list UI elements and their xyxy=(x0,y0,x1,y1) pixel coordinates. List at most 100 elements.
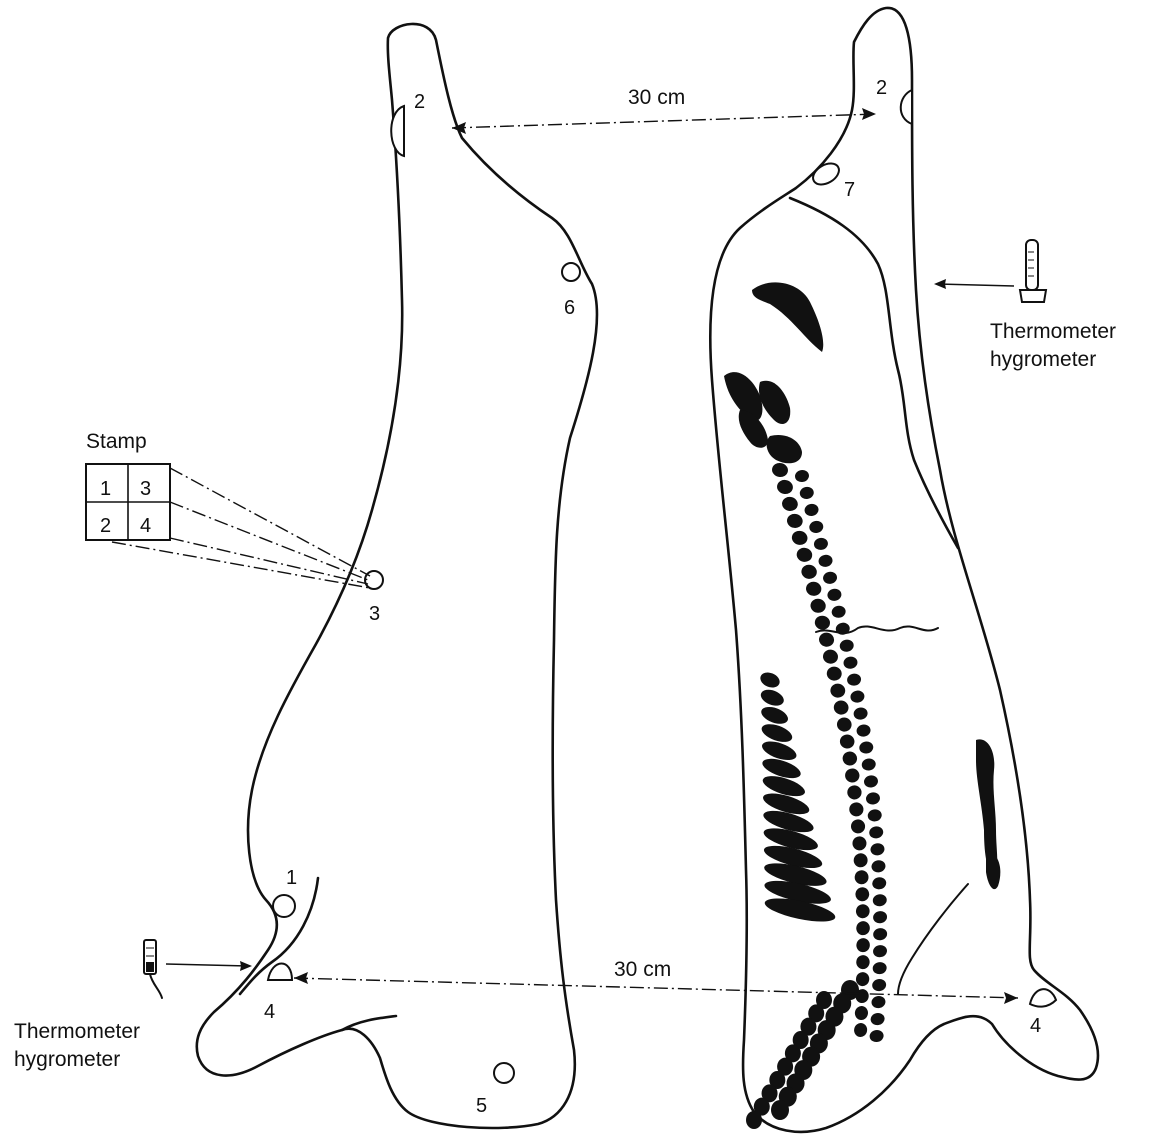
vertebra-segment xyxy=(851,835,867,851)
vertebra-segment xyxy=(850,689,866,703)
vertebra-segment xyxy=(855,937,871,953)
left-carcass xyxy=(197,24,597,1128)
vertebra-segment xyxy=(835,622,851,636)
vertebra-segment xyxy=(805,581,823,597)
vertebra-segment xyxy=(842,750,859,766)
site-3-marker xyxy=(365,571,383,589)
vertebra-segment xyxy=(871,978,887,992)
vertebra-segment xyxy=(822,571,838,585)
vertebra-segment xyxy=(826,665,843,681)
site-6-marker xyxy=(562,263,580,281)
vertebra-segment xyxy=(853,1022,868,1038)
stamp-cell-4: 4 xyxy=(140,515,151,537)
arrow-left-icon xyxy=(294,972,308,984)
stamp-cell-1: 1 xyxy=(100,478,111,500)
rib-slice xyxy=(759,687,787,709)
flank-cut-line xyxy=(816,626,938,633)
vertebra-segment xyxy=(872,961,888,975)
vertebra-segment xyxy=(822,648,839,664)
vertebra-segment xyxy=(872,910,888,924)
vertebra-segment xyxy=(813,537,829,551)
vertebra-segment xyxy=(870,842,886,856)
vertebra-segment xyxy=(836,716,853,732)
vertebra-segment xyxy=(867,808,883,822)
muscle-boundary xyxy=(790,198,958,548)
vertebra-segment xyxy=(831,605,847,619)
site-5-marker xyxy=(494,1063,514,1083)
vertebra-segment xyxy=(863,774,879,788)
probe-icon xyxy=(144,940,162,998)
vertebra-segment xyxy=(853,706,869,720)
top-measurement: 30 cm xyxy=(452,86,876,134)
vertebra-segment xyxy=(818,554,834,568)
thermometer-label-left-line2: hygrometer xyxy=(14,1048,120,1071)
vertebra-segment xyxy=(826,588,842,602)
thermometer-hygrometer-left: Thermometer hygrometer xyxy=(14,940,252,1071)
right-carcass xyxy=(710,8,1098,1132)
vertebra-segment xyxy=(771,462,789,479)
thermometer-label-right-line2: hygrometer xyxy=(990,348,1096,371)
vertebra-segment xyxy=(872,927,888,941)
stamp-cell-3: 3 xyxy=(140,478,151,500)
left-carcass-outline xyxy=(197,24,597,1128)
site-label-2-right: 2 xyxy=(876,77,887,99)
vertebra-segment xyxy=(800,564,818,580)
right-carcass-outline xyxy=(710,8,1098,1132)
thermometer-label-left-line1: Thermometer xyxy=(14,1020,140,1043)
bottom-measurement: 30 cm xyxy=(294,958,1018,1004)
vertebra-segment xyxy=(839,639,855,653)
vertebra-segment xyxy=(829,682,846,698)
vertebra-segment xyxy=(799,486,815,500)
vertebra-segment xyxy=(850,818,866,834)
stamp-title: Stamp xyxy=(86,430,147,453)
rib-slice xyxy=(759,704,790,727)
site-4-right-marker xyxy=(1030,989,1056,1006)
leg-inner-line xyxy=(898,884,968,994)
vertebra-segment xyxy=(858,740,874,754)
vertebra-segment xyxy=(746,1111,762,1129)
vertebra-segment xyxy=(844,767,861,783)
vertebra-segment xyxy=(848,801,864,817)
vertebra-segment xyxy=(781,496,799,513)
vertebra-segment xyxy=(771,1100,789,1120)
vertebra-segment xyxy=(865,791,881,805)
vertebra-segment xyxy=(814,615,831,631)
site-label-6: 6 xyxy=(564,297,575,319)
thermometer-label-right-line1: Thermometer xyxy=(990,320,1116,343)
vertebra-segment xyxy=(871,876,887,890)
vertebra-segment xyxy=(818,631,835,647)
site-2-right-marker xyxy=(901,90,912,124)
bottom-dimension-label: 30 cm xyxy=(614,958,671,981)
vertebra-segment xyxy=(843,656,859,670)
arrow-right-icon xyxy=(862,108,876,120)
vertebra-segment xyxy=(871,859,887,873)
vertebra-segment xyxy=(776,479,794,496)
vertebra-segment xyxy=(854,1005,869,1021)
arrow-right-icon xyxy=(1004,992,1018,1004)
rib-slice xyxy=(758,670,782,690)
vertebra-segment xyxy=(846,673,862,687)
thermometer-hygrometer-right: Thermometer hygrometer xyxy=(934,240,1116,371)
site-label-1: 1 xyxy=(286,867,297,889)
vertebra-segment xyxy=(846,784,862,800)
vertebra-segment xyxy=(869,1029,885,1043)
arrow-left-icon xyxy=(934,279,946,289)
site-label-2: 2 xyxy=(414,91,425,113)
vertebra-segment xyxy=(794,469,810,483)
vertebra-segment xyxy=(861,757,877,771)
stamp-box: Stamp 1 3 2 4 xyxy=(86,430,370,588)
site-label-4-right: 4 xyxy=(1030,1015,1041,1037)
top-dimension-label: 30 cm xyxy=(628,86,685,109)
left-sites: 2 6 3 1 4 5 xyxy=(264,91,580,1117)
site-label-4: 4 xyxy=(264,1001,275,1023)
site-4-marker xyxy=(268,964,292,981)
vertebra-segment xyxy=(868,825,884,839)
vertebra-segment xyxy=(804,503,820,517)
vertebra-segment xyxy=(796,547,814,563)
vertebra-segment xyxy=(855,920,871,936)
site-label-5: 5 xyxy=(476,1095,487,1117)
vertebra-segment xyxy=(833,699,850,715)
vertebra-segment xyxy=(855,954,871,970)
right-sites: 2 7 4 xyxy=(809,77,1056,1037)
